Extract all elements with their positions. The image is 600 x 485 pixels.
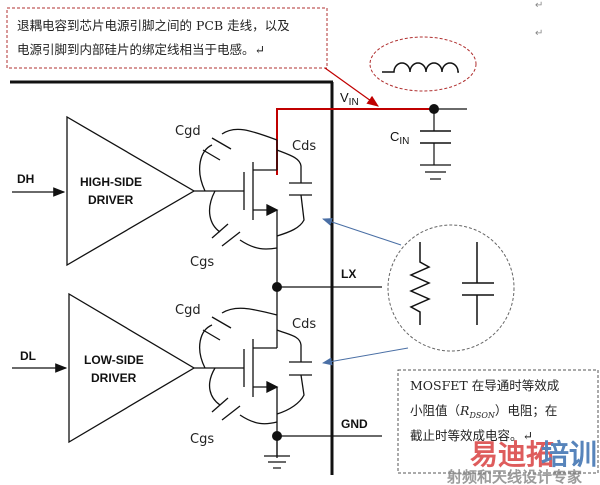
callout-arrow-red — [324, 67, 379, 107]
watermark: 易迪拓 培训 射频和天线设计专家 — [446, 438, 597, 485]
capacitor-icon — [462, 242, 494, 325]
dh-label: DH — [17, 172, 34, 186]
resistor-icon — [409, 242, 431, 325]
low-driver-label1: LOW-SIDE — [84, 353, 144, 367]
cds-high-label: Cds — [292, 139, 316, 154]
cin-label: CIN — [390, 129, 409, 147]
cgs-high-label: Cgs — [190, 255, 214, 270]
inductor-icon — [382, 62, 459, 73]
bottom-note-callout: MOSFET 在导通时等效成 小阻值（RDSON）电阻；在 截止时等效成电容。↵ — [397, 369, 599, 474]
top-note-line2: 电源引脚到内部硅片的绑定线相当于电感。↵ — [17, 42, 265, 57]
dl-label: DL — [20, 349, 36, 363]
top-note-callout: 退耦电容到芯片电源引脚之间的 PCB 走线，以及 电源引脚到内部硅片的绑定线相当… — [6, 7, 328, 69]
high-side-driver: HIGH-SIDE DRIVER — [66, 115, 196, 267]
low-driver-label2: DRIVER — [91, 371, 137, 385]
low-side-driver: LOW-SIDE DRIVER — [68, 292, 196, 444]
bottom-note-line1: MOSFET 在导通时等效成 — [410, 378, 559, 393]
watermark-sub: 射频和天线设计专家 — [446, 468, 582, 485]
cds-low-label: Cds — [292, 317, 316, 332]
high-driver-label2: DRIVER — [88, 193, 134, 207]
vin-label: VIN — [340, 90, 359, 108]
bottom-note-line3: 截止时等效成电容。↵ — [410, 428, 533, 443]
inductor-callout — [369, 36, 477, 92]
equivalent-circuit-callout — [387, 224, 515, 352]
cgd-high-label: Cgd — [175, 124, 201, 139]
return-mark: ↵ — [535, 0, 543, 11]
cgd-low-label: Cgd — [175, 303, 201, 318]
ground-icon — [264, 436, 290, 469]
cin-capacitor — [420, 109, 451, 180]
gnd-label: GND — [341, 417, 368, 431]
high-side-mosfet — [194, 128, 312, 287]
watermark-main-red: 易迪拓 — [470, 438, 554, 471]
callout-arrow-blue-low — [322, 347, 409, 366]
high-driver-label1: HIGH-SIDE — [80, 175, 142, 189]
cgs-low-label: Cgs — [190, 432, 214, 447]
lx-label: LX — [341, 267, 356, 281]
chip-outline — [10, 80, 334, 475]
callout-arrow-blue-high — [322, 218, 402, 246]
top-note-line1: 退耦电容到芯片电源引脚之间的 PCB 走线，以及 — [17, 18, 290, 33]
return-mark: ↵ — [535, 28, 543, 39]
watermark-main-blue: 培训 — [541, 438, 597, 471]
bottom-note-line2: 小阻值（RDSON）电阻；在 — [410, 403, 557, 420]
low-side-mosfet — [194, 287, 312, 458]
